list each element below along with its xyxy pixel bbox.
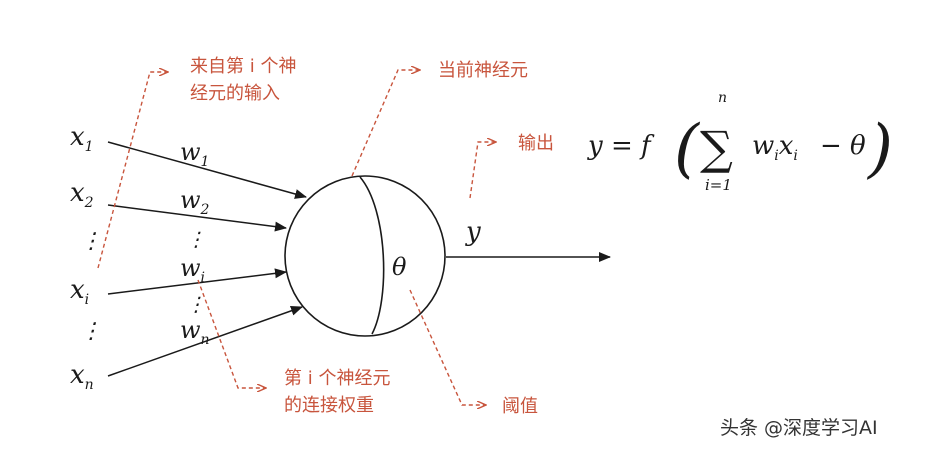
pointer-weight <box>197 279 266 388</box>
pointer-threshold <box>409 289 486 405</box>
formula-sum-top: n <box>718 90 727 106</box>
input-arrow-2 <box>107 204 287 232</box>
weight-wi: wi <box>180 254 205 286</box>
formula-sum-bottom: i=1 <box>705 176 732 194</box>
input-dots-1: ⋮ <box>80 229 102 254</box>
weight-w2: w2 <box>180 186 210 218</box>
weight-dots-1: ⋮ <box>186 227 206 251</box>
output-y: y <box>465 217 481 247</box>
annotation-input-from-line1: 来自第 i 个神 <box>190 56 296 77</box>
neuron-circle <box>284 175 446 337</box>
input-arrow-i <box>107 268 287 295</box>
annotation-weight-line1: 第 i 个神经元 <box>284 368 390 389</box>
formula-sum-sign: ∑ <box>700 121 733 175</box>
input-dots-2: ⋮ <box>80 319 102 344</box>
annotation-input-from-line2: 经元的输入 <box>190 83 280 104</box>
input-xn: xn <box>70 360 94 393</box>
formula-lhs: y = f <box>587 131 655 161</box>
input-arrow-1 <box>107 141 307 199</box>
watermark: 头条 @深度学习AI <box>720 417 878 439</box>
pointer-output <box>469 142 496 199</box>
formula-lparen: ( <box>674 112 701 186</box>
input-xi: xi <box>70 275 89 308</box>
input-x1: x1 <box>70 122 94 155</box>
formula-term: wixi <box>752 131 798 164</box>
pointer-current-neuron <box>351 70 420 177</box>
input-arrow-n <box>107 305 303 377</box>
weight-wn: wn <box>180 316 210 348</box>
formula-minus-theta: − θ <box>820 131 866 161</box>
input-x2: x2 <box>70 178 94 211</box>
pointer-input-from <box>97 72 168 269</box>
formula-rparen: ) <box>866 112 893 186</box>
annotation-weight-line2: 的连接权重 <box>284 395 374 416</box>
annotation-current-neuron: 当前神经元 <box>438 60 528 81</box>
output-formula: y = f ( n ∑ i=1 wixi − θ ) <box>587 90 893 194</box>
annotation-output: 输出 <box>518 133 554 154</box>
annotation-threshold: 阈值 <box>502 396 538 417</box>
neuron-divider-arc <box>359 176 385 335</box>
weight-dots-2: ⋮ <box>186 292 206 316</box>
threshold-theta: θ <box>392 253 407 281</box>
weight-w1: w1 <box>180 138 209 170</box>
